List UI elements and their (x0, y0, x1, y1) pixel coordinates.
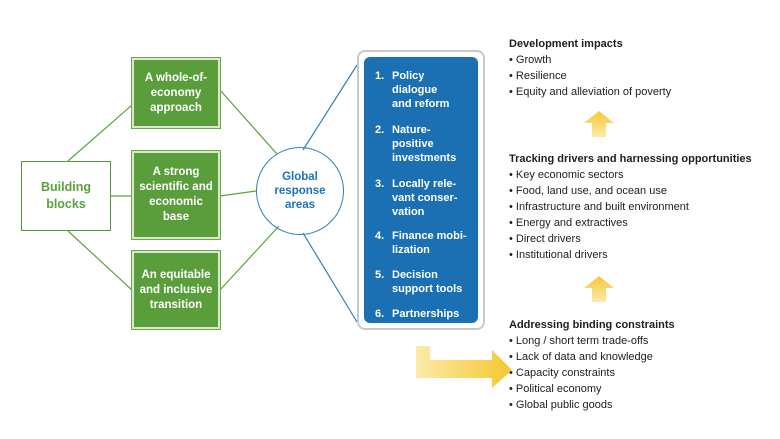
tracking-drivers-item: • Energy and extractives (509, 217, 628, 229)
tracking-drivers-item: • Direct drivers (509, 233, 581, 245)
connector-line (67, 230, 133, 291)
tracking-drivers-item: • Infrastructure and built environment (509, 201, 689, 213)
response-area-number: 2. (375, 124, 385, 136)
response-area-number: 3. (375, 178, 385, 190)
global-response-circle: Global response areas (256, 147, 344, 235)
binding-constraints-item: • Global public goods (509, 399, 613, 411)
response-area-number: 4. (375, 230, 385, 242)
equitable-transition-label: An equitable and inclusive transition (139, 268, 213, 311)
global-response-label: Global response areas (274, 171, 326, 211)
response-area-item: 2. Nature- positive investments (375, 123, 479, 165)
binding-constraints-item: • Lack of data and knowledge (509, 351, 653, 363)
connector-line (219, 225, 280, 291)
response-area-item: 5. Decision support tools (375, 268, 479, 296)
tracking-drivers-item: • Key economic sectors (509, 169, 624, 181)
response-area-label: Finance mobi- lization (392, 230, 467, 256)
whole-of-economy-box: A whole-of- economy approach (131, 57, 221, 129)
response-areas-panel: 1. Policy dialogue and reform 2. Nature-… (357, 50, 485, 330)
response-area-label: Partnerships (392, 308, 460, 320)
building-blocks-label: Building blocks (41, 180, 91, 211)
whole-of-economy-label: A whole-of- economy approach (144, 71, 208, 114)
binding-constraints-title: Addressing binding constraints (509, 319, 675, 331)
connector-line (219, 89, 278, 155)
up-arrow-icon (584, 276, 614, 302)
tracking-drivers-title: Tracking drivers and harnessing opportun… (509, 153, 752, 165)
response-area-item: 3. Locally rele- vant conser- vation (375, 177, 479, 219)
connector-line (302, 232, 358, 323)
equitable-transition-box: An equitable and inclusive transition (131, 250, 221, 330)
response-area-item: 6. Partnerships (375, 307, 479, 321)
binding-constraints-item: • Political economy (509, 383, 602, 395)
binding-constraints-item: • Long / short term trade-offs (509, 335, 649, 347)
response-area-item: 4. Finance mobi- lization (375, 229, 479, 257)
response-areas-inner: 1. Policy dialogue and reform 2. Nature-… (364, 57, 478, 323)
response-area-number: 1. (375, 70, 385, 82)
response-area-number: 5. (375, 269, 385, 281)
connector-line (219, 190, 257, 197)
response-area-label: Decision support tools (392, 269, 463, 295)
scientific-base-label: A strong scientific and economic base (139, 166, 213, 223)
development-impacts-title: Development impacts (509, 38, 623, 50)
up-arrow-icon (584, 111, 614, 137)
tracking-drivers-item: • Food, land use, and ocean use (509, 185, 667, 197)
response-area-item: 1. Policy dialogue and reform (375, 69, 479, 111)
connector-line (302, 64, 358, 151)
development-impacts-item: • Growth (509, 54, 552, 66)
building-blocks-box: Building blocks (21, 161, 111, 231)
development-impacts-item: • Resilience (509, 70, 567, 82)
tracking-drivers-item: • Institutional drivers (509, 249, 608, 261)
response-area-label: Locally rele- vant conser- vation (392, 178, 458, 218)
scientific-base-box: A strong scientific and economic base (131, 150, 221, 240)
response-area-number: 6. (375, 308, 385, 320)
response-area-label: Nature- positive investments (392, 124, 457, 164)
right-arrow-icon (416, 346, 512, 388)
binding-constraints-item: • Capacity constraints (509, 367, 615, 379)
development-impacts-item: • Equity and alleviation of poverty (509, 86, 672, 98)
response-area-label: Policy dialogue and reform (392, 70, 450, 110)
connector-line (67, 104, 133, 162)
